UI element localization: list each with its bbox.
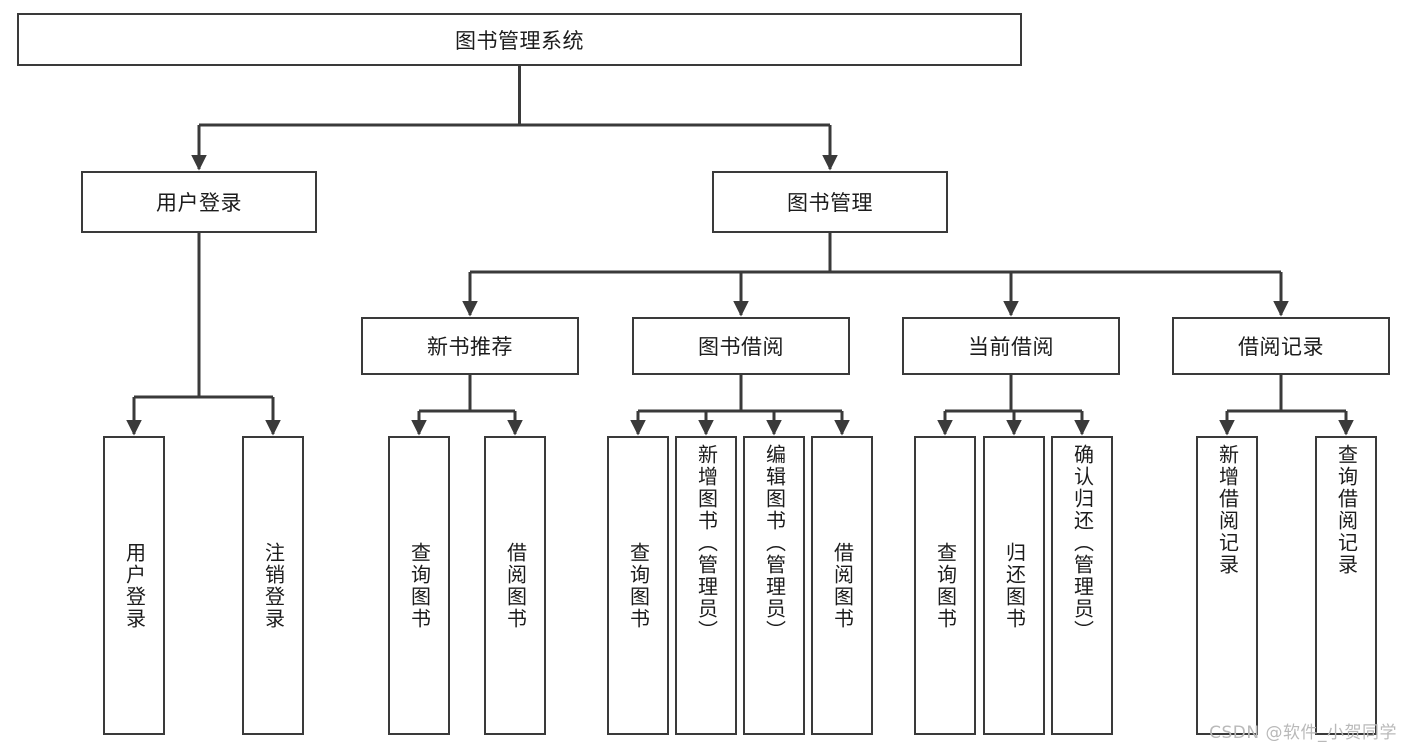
node-label: 查询图书	[407, 541, 432, 630]
node-leaf-1[interactable]: 注销登录	[242, 436, 304, 735]
node-label: 图书管理系统	[455, 28, 584, 53]
node-label: 新书推荐	[427, 335, 513, 359]
node-label: 用户登录	[156, 191, 242, 215]
node-label: 借阅图书	[503, 541, 528, 630]
node-leaf-9[interactable]: 归还图书	[983, 436, 1045, 735]
node-label: 借阅记录	[1238, 335, 1324, 359]
node-leaf-12[interactable]: 查询借阅记录	[1315, 436, 1377, 735]
node-leaf-5[interactable]: 新增图书（管理员）	[675, 436, 737, 735]
node-leaf-6[interactable]: 编辑图书（管理员）	[743, 436, 805, 735]
node-l2-1[interactable]: 图书管理	[712, 171, 948, 233]
node-label: 注销登录	[261, 541, 286, 630]
node-label: 查询图书	[626, 541, 651, 630]
node-label: 新增借阅记录	[1215, 444, 1240, 576]
node-leaf-2[interactable]: 查询图书	[388, 436, 450, 735]
node-l3-1[interactable]: 图书借阅	[632, 317, 850, 375]
node-l3-0[interactable]: 新书推荐	[361, 317, 579, 375]
node-label: 用户登录	[122, 541, 147, 630]
node-leaf-4[interactable]: 查询图书	[607, 436, 669, 735]
node-label: 编辑图书（管理员）	[762, 444, 787, 642]
node-l3-2[interactable]: 当前借阅	[902, 317, 1120, 375]
node-label: 查询图书	[933, 541, 958, 630]
node-leaf-0[interactable]: 用户登录	[103, 436, 165, 735]
node-leaf-11[interactable]: 新增借阅记录	[1196, 436, 1258, 735]
node-label: 当前借阅	[968, 335, 1054, 359]
node-label: 确认归还（管理员）	[1070, 444, 1095, 642]
node-root-system[interactable]: 图书管理系统	[17, 13, 1022, 66]
node-leaf-10[interactable]: 确认归还（管理员）	[1051, 436, 1113, 735]
node-leaf-8[interactable]: 查询图书	[914, 436, 976, 735]
node-label: 图书借阅	[698, 335, 784, 359]
node-l3-3[interactable]: 借阅记录	[1172, 317, 1390, 375]
node-leaf-7[interactable]: 借阅图书	[811, 436, 873, 735]
node-label: 借阅图书	[830, 541, 855, 630]
node-label: 归还图书	[1002, 541, 1027, 630]
node-leaf-3[interactable]: 借阅图书	[484, 436, 546, 735]
node-l2-0[interactable]: 用户登录	[81, 171, 317, 233]
node-label: 新增图书（管理员）	[694, 444, 719, 642]
node-label: 查询借阅记录	[1334, 444, 1359, 576]
node-label: 图书管理	[787, 191, 873, 215]
